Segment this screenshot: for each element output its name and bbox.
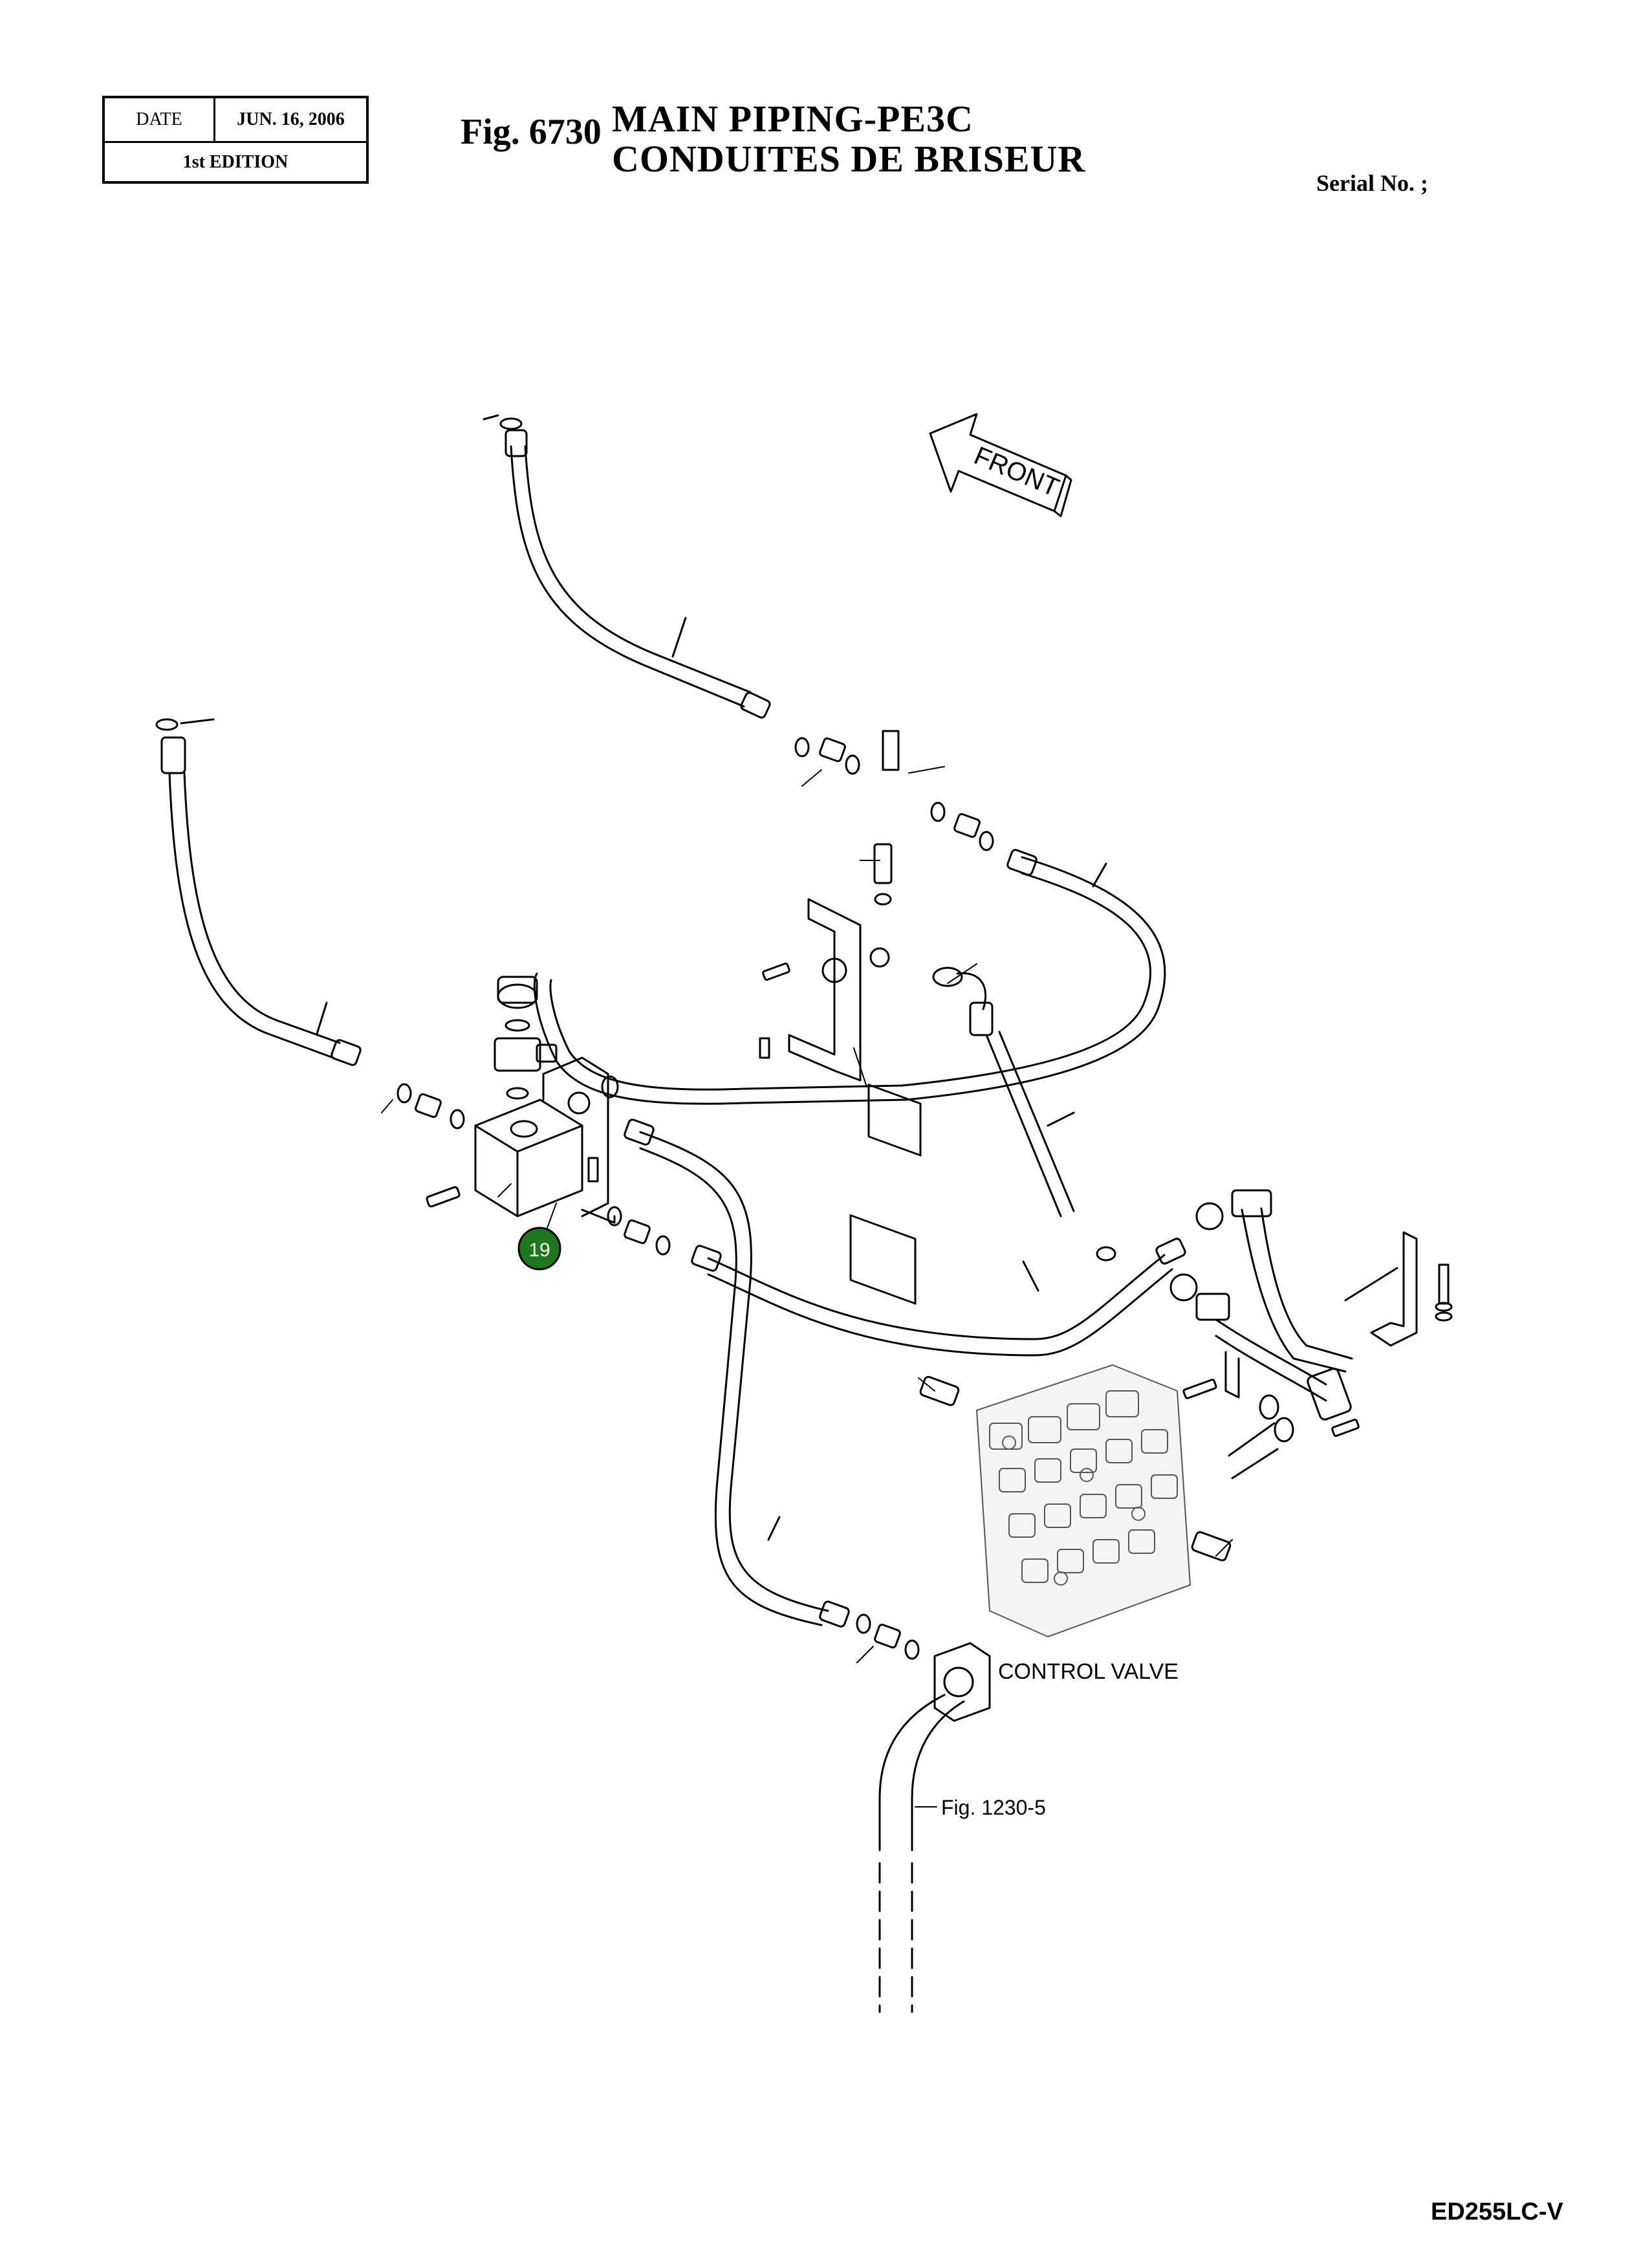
control-valve-label: CONTROL VALVE — [998, 1659, 1179, 1684]
callout-19: 19 — [517, 1203, 561, 1271]
left-manifold-block — [426, 1056, 619, 1224]
bottom-flange — [856, 1613, 991, 2013]
title-french: CONDUITES DE BRISEUR — [612, 138, 1086, 180]
control-valve — [976, 1364, 1191, 1637]
date-row: DATE JUN. 16, 2006 — [105, 98, 366, 143]
tee-fitting-left — [494, 976, 558, 1100]
edition-label: 1st EDITION — [182, 151, 288, 172]
elbow-fitting-center — [932, 967, 1116, 1262]
model-number: ED255LC-V — [1431, 2198, 1563, 2225]
date-label: DATE — [105, 98, 215, 141]
fitting-set-left — [397, 1083, 671, 1256]
front-arrow-icon: FRONT — [929, 413, 1072, 518]
hose-upper — [483, 414, 771, 719]
center-bracket-block — [759, 898, 917, 1305]
fig-reference-label: Fig. 1230-5 — [941, 1796, 1046, 1819]
right-flange-pipes — [1169, 1189, 1360, 1443]
date-value: JUN. 16, 2006 — [237, 109, 345, 129]
serial-number-label: Serial No. ; — [1316, 170, 1428, 196]
hose-center-down — [624, 1119, 850, 1628]
title-english: MAIN PIPING-PE3C — [612, 98, 973, 140]
hose-right-loop — [533, 849, 1166, 1105]
valve-plugs — [919, 1375, 1279, 1562]
right-bracket — [1344, 1231, 1453, 1347]
hose-lower-cross — [691, 1238, 1186, 1357]
callout-number: 19 — [528, 1240, 550, 1261]
leader-lines — [381, 766, 1233, 1663]
fitting-set-top — [794, 730, 994, 1157]
date-edition-box: DATE JUN. 16, 2006 1st EDITION — [102, 96, 369, 184]
hose-left — [155, 718, 362, 1066]
figure-number: Fig. 6730 — [461, 112, 602, 152]
